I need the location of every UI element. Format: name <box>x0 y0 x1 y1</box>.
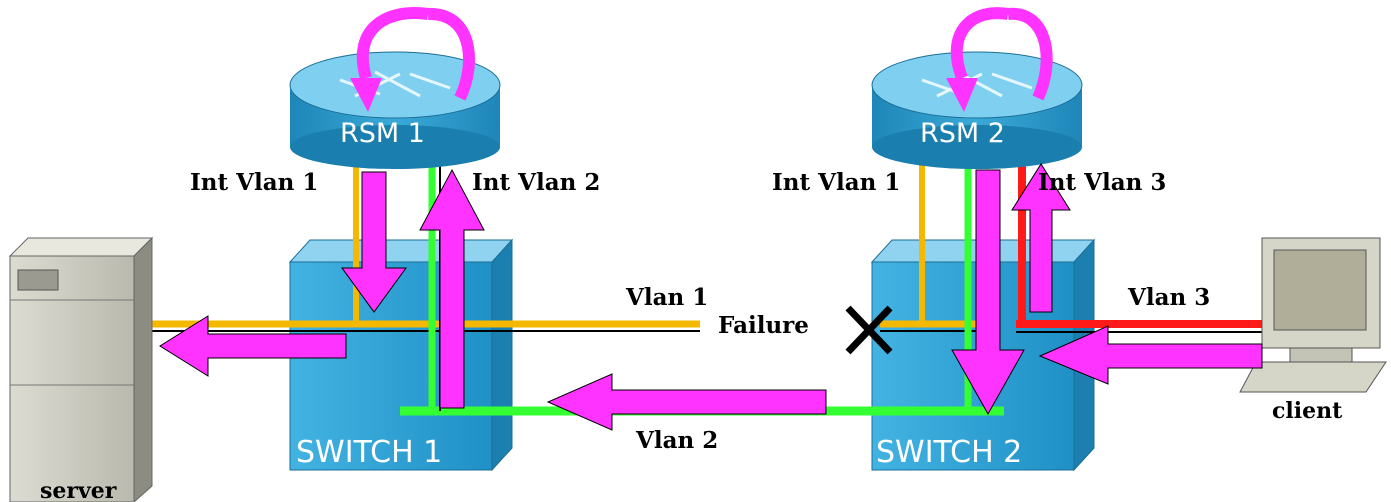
router-rsm2-label: RSM 2 <box>920 118 1005 149</box>
label-rsm2-int-vlan3: Int Vlan 3 <box>1038 169 1166 196</box>
flow-arrow-sw1-up <box>419 168 485 409</box>
flow-arrow-to-server <box>159 315 347 377</box>
switch-1-label: SWITCH 1 <box>296 435 442 470</box>
label-vlan3: Vlan 3 <box>1127 284 1210 311</box>
flow-arrow-rsm2-down <box>951 169 1025 416</box>
routing-arrow-rsm2 <box>946 7 1053 112</box>
switch-2-label: SWITCH 2 <box>876 435 1022 470</box>
router-rsm1-label: RSM 1 <box>340 118 425 149</box>
label-rsm2-int-vlan1: Int Vlan 1 <box>772 169 900 196</box>
label-failure: Failure <box>718 312 809 339</box>
label-rsm1-int-vlan1: Int Vlan 1 <box>190 169 318 196</box>
label-client: client <box>1272 398 1343 424</box>
flow-arrow-sw2-up <box>1011 163 1071 313</box>
vlan3-links <box>1016 150 1262 333</box>
label-vlan2: Vlan 2 <box>635 427 718 454</box>
client-icon <box>1239 237 1387 393</box>
routing-arrow-rsm1 <box>350 7 476 112</box>
server-icon <box>8 236 154 502</box>
flow-arrows <box>159 163 1263 431</box>
flow-arrow-rsm1-down <box>341 171 407 313</box>
label-server: server <box>40 478 117 502</box>
failure-x-icon <box>845 305 893 355</box>
flow-arrow-vlan2-left <box>546 373 827 431</box>
label-rsm1-int-vlan2: Int Vlan 2 <box>472 169 600 196</box>
router-rsm2: RSM 2 <box>871 51 1083 169</box>
flow-arrow-from-client <box>1038 325 1263 385</box>
router-rsm1: RSM 1 <box>289 51 501 169</box>
label-vlan1: Vlan 1 <box>625 284 708 311</box>
